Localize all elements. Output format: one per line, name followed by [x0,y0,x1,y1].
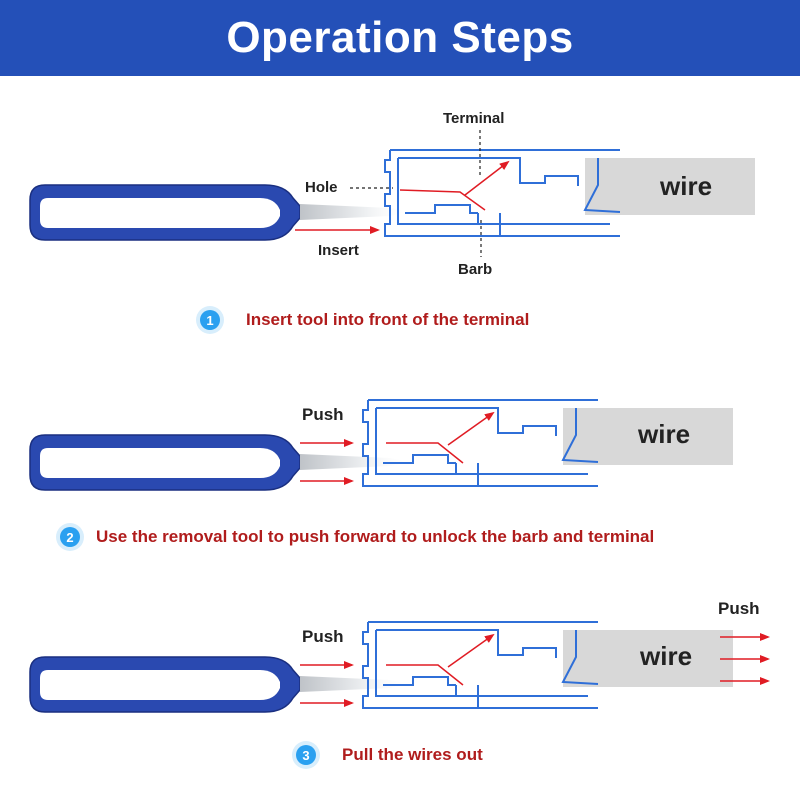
step-3-caption: 3 Pull the wires out [292,741,483,769]
red-arrow-icon [386,442,464,464]
red-arrow-icon [386,664,464,686]
removal-tool-icon [29,656,411,713]
step-3-diagram: wire Push Push [29,599,770,713]
step-2-caption: 2 Use the removal tool to push forward t… [56,523,654,551]
step-2-diagram: wire Push [29,399,733,491]
push-out-label: Push [718,599,760,618]
step-1-badge: 1 [196,306,224,334]
red-arrow-icon [464,160,510,196]
barb-label: Barb [458,261,492,278]
step-1-caption: 1 Insert tool into front of the terminal [196,306,529,334]
insert-label: Insert [318,242,359,259]
red-arrow-icon [399,189,486,211]
push-label: Push [302,405,344,424]
step-1-diagram: wire Terminal Hole Barb Insert [29,110,755,278]
wire-label: wire [639,641,692,671]
terminal-housing-icon [384,149,621,237]
wire-label: wire [659,171,712,201]
red-arrow-icon [447,411,495,446]
page-title: Operation Steps [226,13,574,62]
hole-label: Hole [305,179,338,196]
removal-tool-icon [29,184,411,241]
removal-tool-icon [29,434,411,491]
wire-label: wire [637,419,690,449]
step-3-badge: 3 [292,741,320,769]
step-2-badge: 2 [56,523,84,551]
title-banner: Operation Steps [0,0,800,76]
push-label: Push [302,627,344,646]
terminal-label: Terminal [443,110,504,127]
red-arrow-icon [447,633,495,668]
